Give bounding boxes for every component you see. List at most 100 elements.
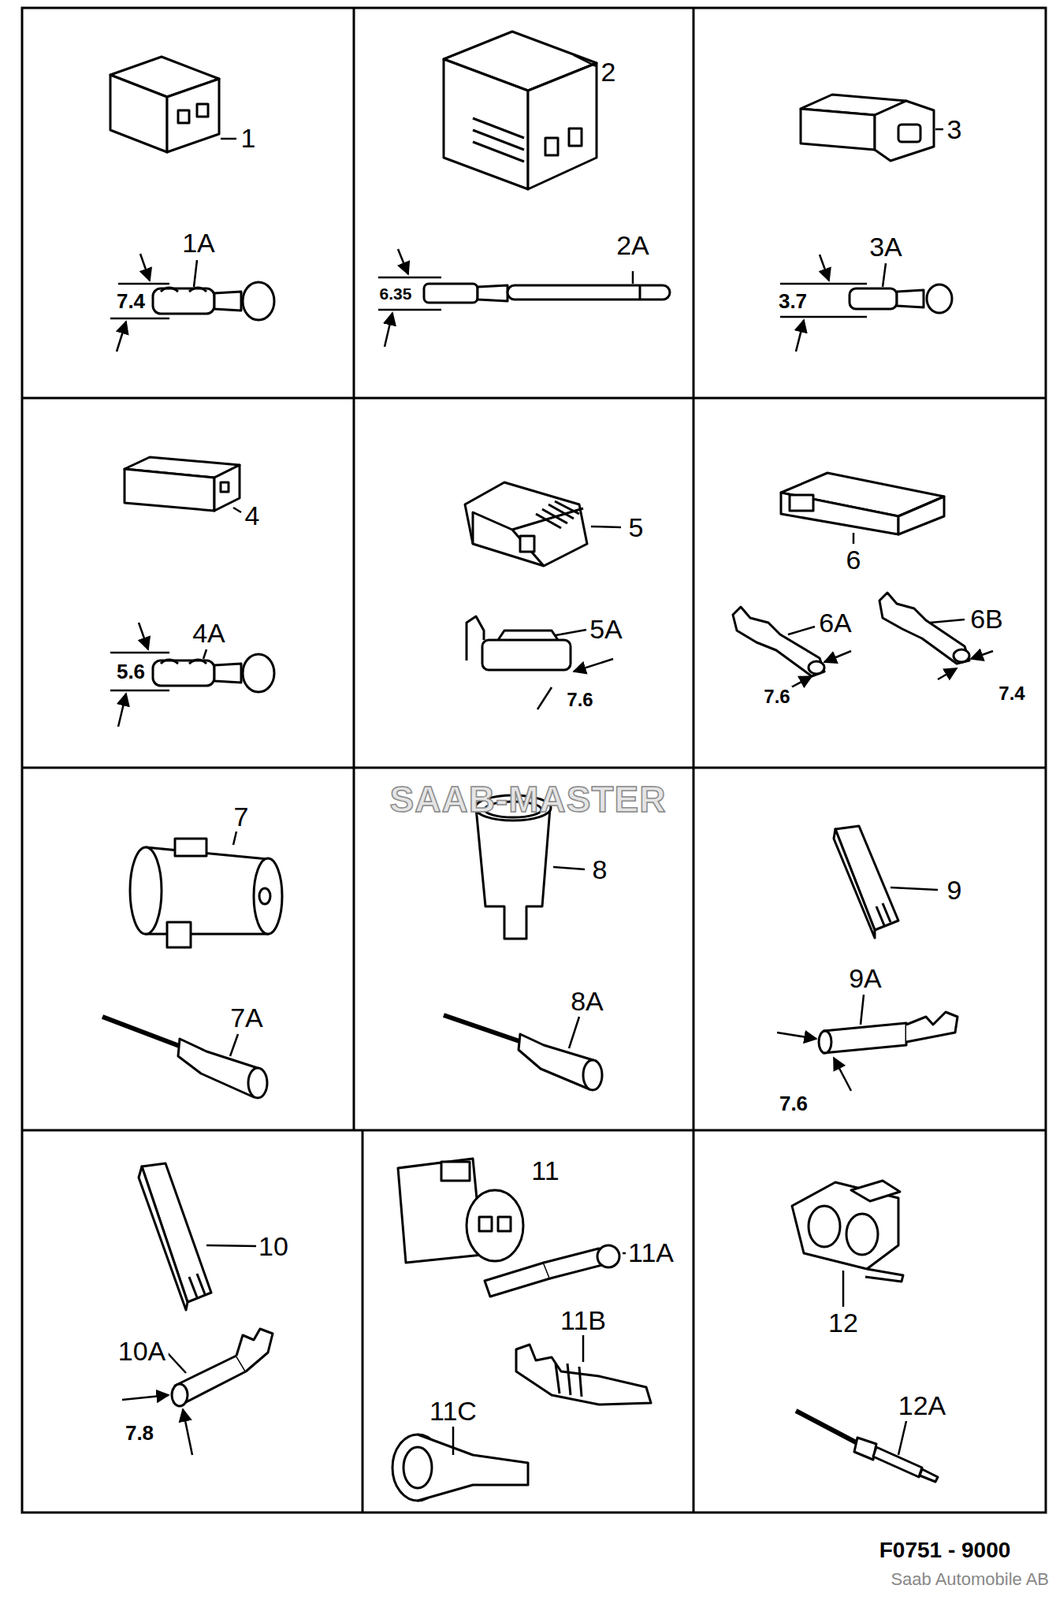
housing-edge (472, 508, 584, 566)
callout-number: 12 (825, 1308, 861, 1337)
terminal-body (879, 592, 970, 664)
dimension-arrow (573, 658, 614, 672)
leader-line (233, 507, 242, 513)
housing-front (898, 496, 945, 535)
leader-line (193, 260, 198, 287)
callout-number: 2A (613, 230, 652, 260)
dimension-arrow (140, 253, 150, 281)
housing-front (167, 78, 220, 153)
leader-line (898, 1420, 907, 1455)
terminal-spring (543, 1248, 606, 1279)
leader-line (555, 629, 587, 636)
watermark: SAAB-MASTER (387, 780, 670, 819)
housing-side (124, 468, 215, 511)
callout-number: 11B (557, 1305, 609, 1335)
dimension-arrow (116, 321, 127, 352)
housing-clip (167, 922, 191, 948)
terminal-crimp (236, 1328, 273, 1372)
housing-slot (545, 137, 558, 156)
terminal-roll (160, 659, 207, 664)
dimension: 7.6 (761, 686, 792, 707)
leader-line (788, 626, 815, 635)
housing-opening (789, 494, 814, 511)
housing-end (130, 847, 162, 934)
leader-line (632, 271, 635, 284)
callout-number: 5A (587, 614, 625, 644)
terminal-edge (498, 630, 558, 640)
leader-line (233, 831, 237, 845)
callout-number: 3 (944, 115, 965, 144)
callout-number: 8A (568, 986, 607, 1016)
callout-number: 6B (967, 604, 1006, 633)
dimension-arrow (824, 650, 852, 662)
dimension: 7.4 (114, 290, 148, 313)
leader-line (452, 1426, 455, 1455)
leader-line (935, 128, 944, 131)
socket-body (475, 807, 551, 939)
callout-number: 6A (816, 608, 855, 637)
housing-hole (259, 888, 271, 904)
terminal-rib (555, 1363, 582, 1397)
boot-bore (403, 1446, 432, 1488)
housing-end (253, 858, 283, 934)
column-divider (692, 1130, 696, 1513)
wire (443, 1015, 522, 1042)
terminal-crimp (477, 285, 508, 302)
leader-line (553, 866, 585, 870)
leader-line (860, 994, 864, 1025)
dimension-line (378, 308, 442, 312)
dimension-arrow (819, 254, 830, 281)
leaders (110, 55, 993, 1455)
publisher-note: Saab Automobile AB (888, 1569, 1052, 1589)
dimension-arrow (795, 319, 804, 352)
dimension-arrow (937, 668, 957, 680)
dimension-arrow (138, 622, 149, 650)
terminal-body (732, 606, 825, 677)
housing-side (138, 1166, 188, 1310)
leader-line (591, 526, 621, 528)
callout-number: 6 (844, 545, 864, 574)
terminal-body (849, 288, 897, 309)
housing-front (214, 464, 240, 511)
housing-slot (876, 903, 891, 926)
terminal-body (823, 1022, 907, 1053)
terminal-mouth (818, 1030, 832, 1053)
housing-slot (520, 535, 535, 552)
callout-number: 9A (846, 963, 885, 993)
housing-slot (189, 1273, 205, 1298)
frame-border (22, 7, 1046, 1513)
leader-line (203, 649, 207, 659)
housing-latch (174, 838, 207, 856)
dimension: 7.4 (996, 683, 1027, 704)
leader-line (582, 1334, 585, 1362)
terminal-body (484, 1262, 551, 1297)
dimension-arrow (384, 312, 393, 347)
terminal-roll (160, 287, 207, 292)
terminal-barrel (597, 1245, 620, 1268)
leader-line (573, 55, 596, 67)
pin-body (873, 1446, 923, 1477)
dimension-line (780, 282, 867, 286)
callout-number: 12A (896, 1390, 949, 1420)
leader-line (167, 1352, 186, 1373)
dimension: 3.7 (776, 290, 810, 313)
dimension-arrow (122, 1394, 169, 1400)
dimension-arrow (397, 249, 409, 275)
housing-body (464, 482, 588, 566)
wire-mark (639, 285, 642, 300)
housing-front (874, 100, 934, 161)
dimension-line (110, 689, 170, 692)
terminal-barrel (242, 282, 275, 320)
dimension: 7.6 (777, 1092, 811, 1115)
housing-slot (178, 110, 190, 123)
terminal-mouth (808, 661, 825, 674)
housing-rib (472, 118, 525, 162)
terminal-mouth (171, 1383, 188, 1406)
dimension-arrow (182, 1409, 193, 1455)
grid-frame (22, 7, 1046, 1513)
terminal-mouth (248, 1067, 268, 1098)
dimension-arrow (970, 650, 993, 659)
leader-line (568, 1016, 580, 1049)
dimension-arrow (777, 1032, 817, 1039)
row-divider (22, 766, 1046, 770)
